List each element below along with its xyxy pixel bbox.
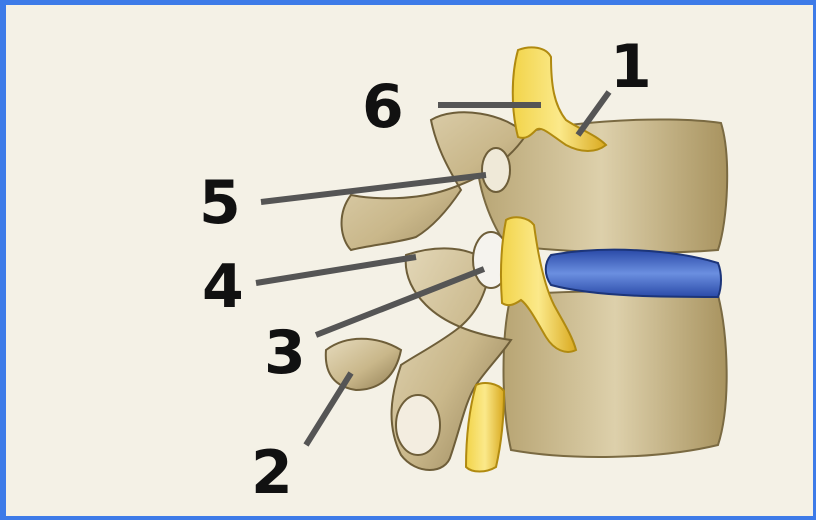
label-6: 6 (362, 72, 404, 142)
label-1: 1 (610, 32, 652, 102)
lower-spinous-process (326, 339, 401, 390)
leader-line-2 (306, 373, 351, 445)
label-2: 2 (251, 438, 293, 508)
label-5: 5 (199, 168, 241, 238)
lower-nerve-root (466, 383, 504, 472)
leader-line-4 (256, 257, 416, 283)
upper-facet (482, 148, 510, 192)
spine-diagram: 1 2 3 4 5 6 (6, 5, 816, 520)
intervertebral-disc (546, 250, 721, 297)
foramen-opening (396, 395, 440, 455)
label-4: 4 (202, 252, 244, 322)
upper-nerve-root (513, 47, 606, 151)
label-3: 3 (264, 318, 306, 388)
